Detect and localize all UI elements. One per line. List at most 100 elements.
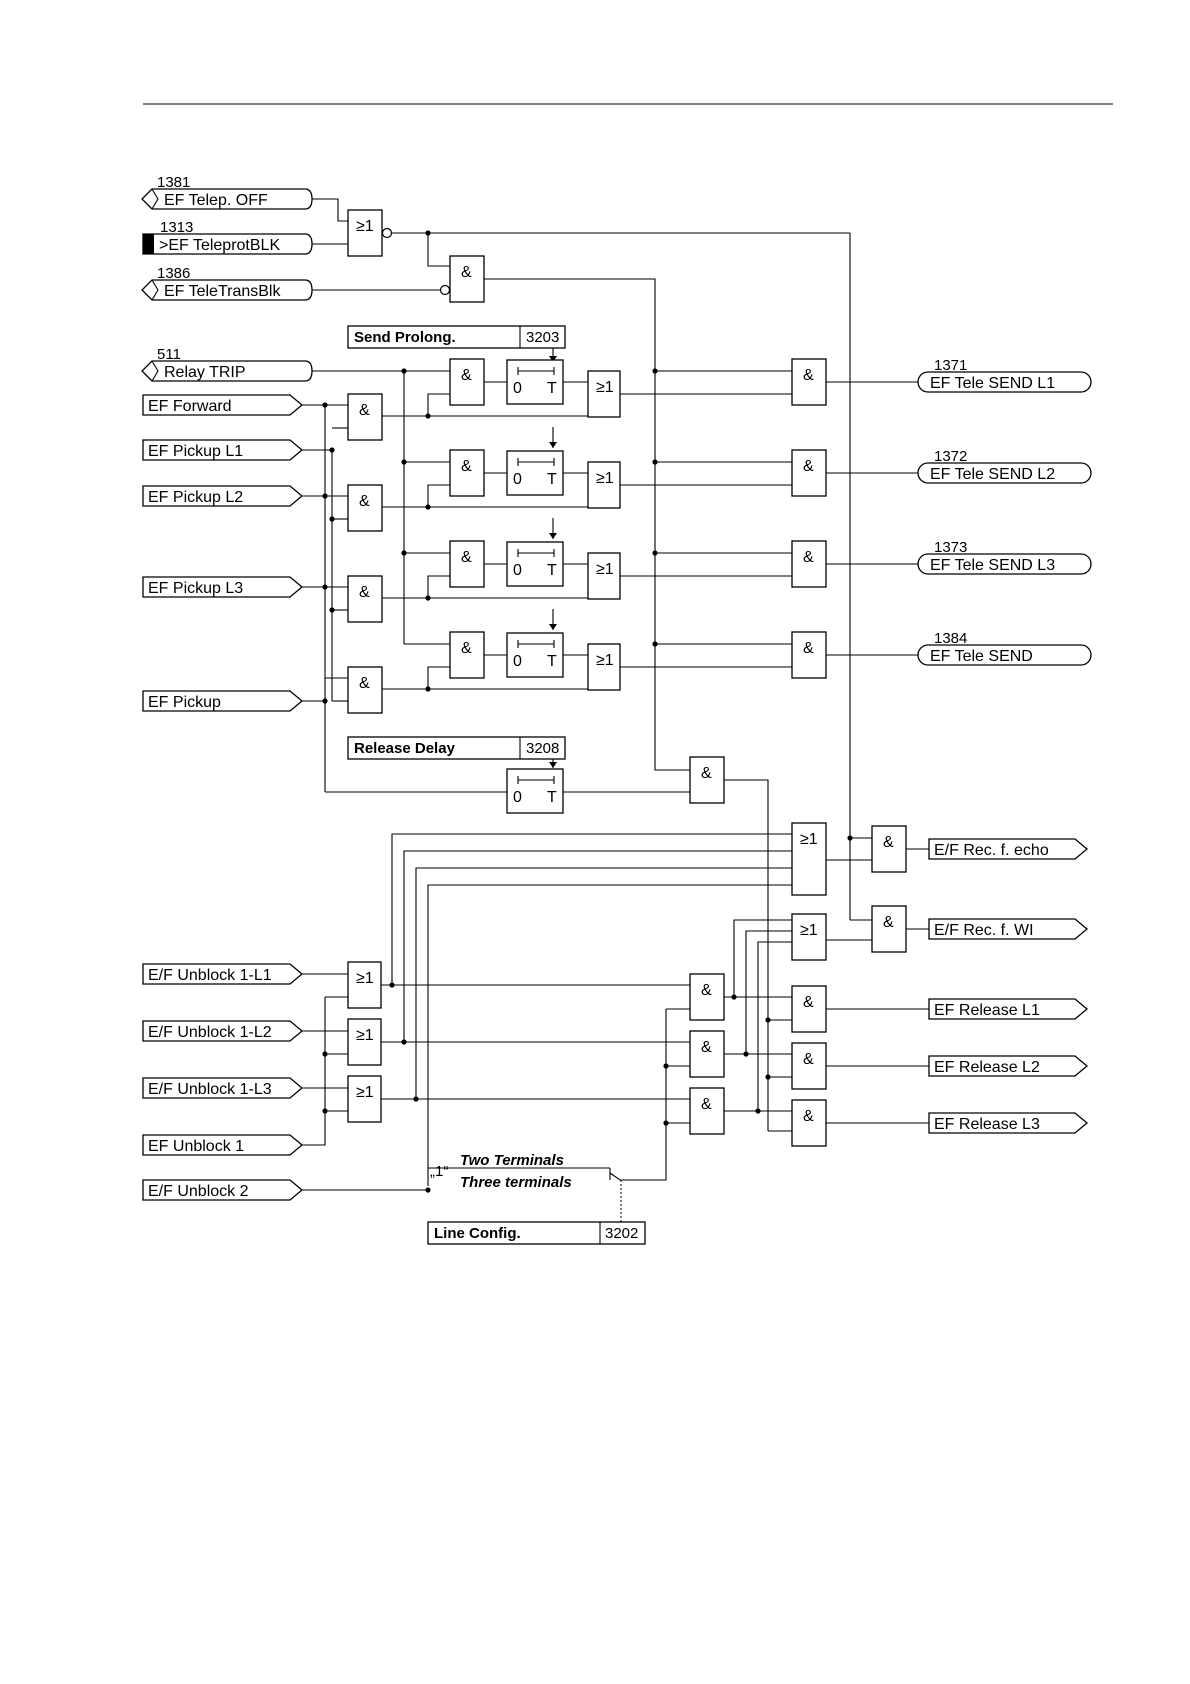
output-label: EF Tele SEND <box>930 648 1033 665</box>
or-symbol: ≥1 <box>356 1084 374 1101</box>
gate-and-trip-l3: & <box>449 540 485 588</box>
input-label: EF Pickup L1 <box>148 443 243 460</box>
timer-start-label: 0 <box>513 653 522 670</box>
output-ef-release-l2: EF Release L2 <box>928 1055 1089 1077</box>
setting-send-prolong: Send Prolong. 3203 <box>347 325 566 349</box>
timer-start-label: 0 <box>513 380 522 397</box>
timer-end-label: T <box>547 562 557 579</box>
input-number: 1386 <box>157 265 190 282</box>
setting-address: 3203 <box>526 329 559 346</box>
gate-body <box>347 484 383 532</box>
and-symbol: & <box>803 549 814 566</box>
output-ef-rec-wi: E/F Rec. f. WI <box>928 918 1089 940</box>
output-number: 1372 <box>934 448 967 465</box>
gate-and-forward-l2: & <box>347 484 383 532</box>
gate-body <box>689 756 725 804</box>
or-symbol: ≥1 <box>356 218 374 235</box>
output-ef-tele-send: 1384 EF Tele SEND <box>917 630 1092 666</box>
output-ef-tele-send-l1: 1371 EF Tele SEND L1 <box>917 357 1092 393</box>
gate-and-send-l1: & <box>791 358 827 406</box>
gate-body <box>347 666 383 714</box>
input-label: Relay TRIP <box>164 364 246 381</box>
gate-body <box>791 985 827 1033</box>
setting-label: Line Config. <box>434 1225 521 1242</box>
gate-and-unblock-l3: & <box>689 1087 725 1135</box>
and-symbol: & <box>461 367 472 384</box>
and-symbol: & <box>461 640 472 657</box>
input-ef-telep-off: 1381 EF Telep. OFF <box>141 174 313 210</box>
gate-and-trip-l2: & <box>449 449 485 497</box>
output-number: 1371 <box>934 357 967 374</box>
gate-body <box>449 449 485 497</box>
output-number: 1384 <box>934 630 967 647</box>
gate-body <box>791 1042 827 1090</box>
setting-label: Release Delay <box>354 740 456 757</box>
gate-and-transmit: & <box>449 255 485 303</box>
and-symbol: & <box>701 1039 712 1056</box>
or-symbol: ≥1 <box>596 561 614 578</box>
input-number: 511 <box>157 346 181 363</box>
gate-body <box>791 913 827 961</box>
gate-or-wi: ≥1 <box>791 913 827 961</box>
gate-body <box>791 540 827 588</box>
switch-option-two-terminals: Two Terminals <box>460 1152 564 1169</box>
gate-and-send: & <box>791 631 827 679</box>
gate-and-send-l2: & <box>791 449 827 497</box>
and-symbol: & <box>701 1096 712 1113</box>
setting-address: 3202 <box>605 1225 638 1242</box>
gate-body <box>871 905 907 953</box>
input-ef-forward: EF Forward <box>142 394 304 416</box>
gate-or-send-l1: ≥1 <box>587 370 621 418</box>
input-label: E/F Unblock 1-L3 <box>148 1081 272 1098</box>
input-label: EF Unblock 1 <box>148 1138 244 1155</box>
gate-and-release-l1: & <box>791 985 827 1033</box>
gate-and-trip: & <box>449 631 485 679</box>
input-ef-teletransblk: 1386 EF TeleTransBlk <box>141 265 313 301</box>
input-label: EF Telep. OFF <box>164 192 268 209</box>
output-ef-tele-send-l2: 1372 EF Tele SEND L2 <box>917 448 1092 484</box>
or-symbol: ≥1 <box>800 831 818 848</box>
and-symbol: & <box>701 765 712 782</box>
input-ef-pickup-l2: EF Pickup L2 <box>142 485 304 507</box>
gate-or-unblock-l2: ≥1 <box>347 1018 382 1066</box>
gate-body <box>449 540 485 588</box>
timer-end-label: T <box>547 653 557 670</box>
or-symbol: ≥1 <box>800 922 818 939</box>
gate-and-wi: & <box>871 905 907 953</box>
input-label: EF Pickup L2 <box>148 489 243 506</box>
input-label: EF TeleTransBlk <box>164 283 281 300</box>
or-symbol: ≥1 <box>596 652 614 669</box>
gate-and-release-delay: & <box>689 756 725 804</box>
gate-body <box>449 255 485 303</box>
switch-selector-mark: „1“ <box>430 1163 448 1180</box>
input-ef-unblock-1-l3: E/F Unblock 1-L3 <box>142 1077 304 1099</box>
negation-bubble <box>381 227 393 239</box>
gate-and-release-l2: & <box>791 1042 827 1090</box>
output-number: 1373 <box>934 539 967 556</box>
gate-body <box>791 822 827 896</box>
and-symbol: & <box>803 1051 814 1068</box>
or-symbol: ≥1 <box>596 379 614 396</box>
setting-line-config: Line Config. 3202 <box>427 1221 646 1245</box>
and-symbol: & <box>461 264 472 281</box>
switch-option-three-terminals: Three terminals <box>460 1174 572 1191</box>
gate-body <box>587 552 621 600</box>
input-label: E/F Unblock 1-L1 <box>148 967 272 984</box>
gate-and-unblock-l2: & <box>689 1030 725 1078</box>
input-ef-pickup: EF Pickup <box>142 690 304 712</box>
input-label: E/F Unblock 2 <box>148 1183 249 1200</box>
and-symbol: & <box>883 834 894 851</box>
output-label: EF Tele SEND L2 <box>930 466 1055 483</box>
output-label: EF Release L3 <box>934 1116 1040 1133</box>
gate-body <box>449 358 485 406</box>
gate-or-echo: ≥1 <box>791 822 827 896</box>
output-label: EF Release L1 <box>934 1002 1040 1019</box>
and-symbol: & <box>803 367 814 384</box>
input-ef-unblock-2: E/F Unblock 2 <box>142 1179 304 1201</box>
input-label: EF Pickup <box>148 694 221 711</box>
setting-address: 3208 <box>526 740 559 757</box>
